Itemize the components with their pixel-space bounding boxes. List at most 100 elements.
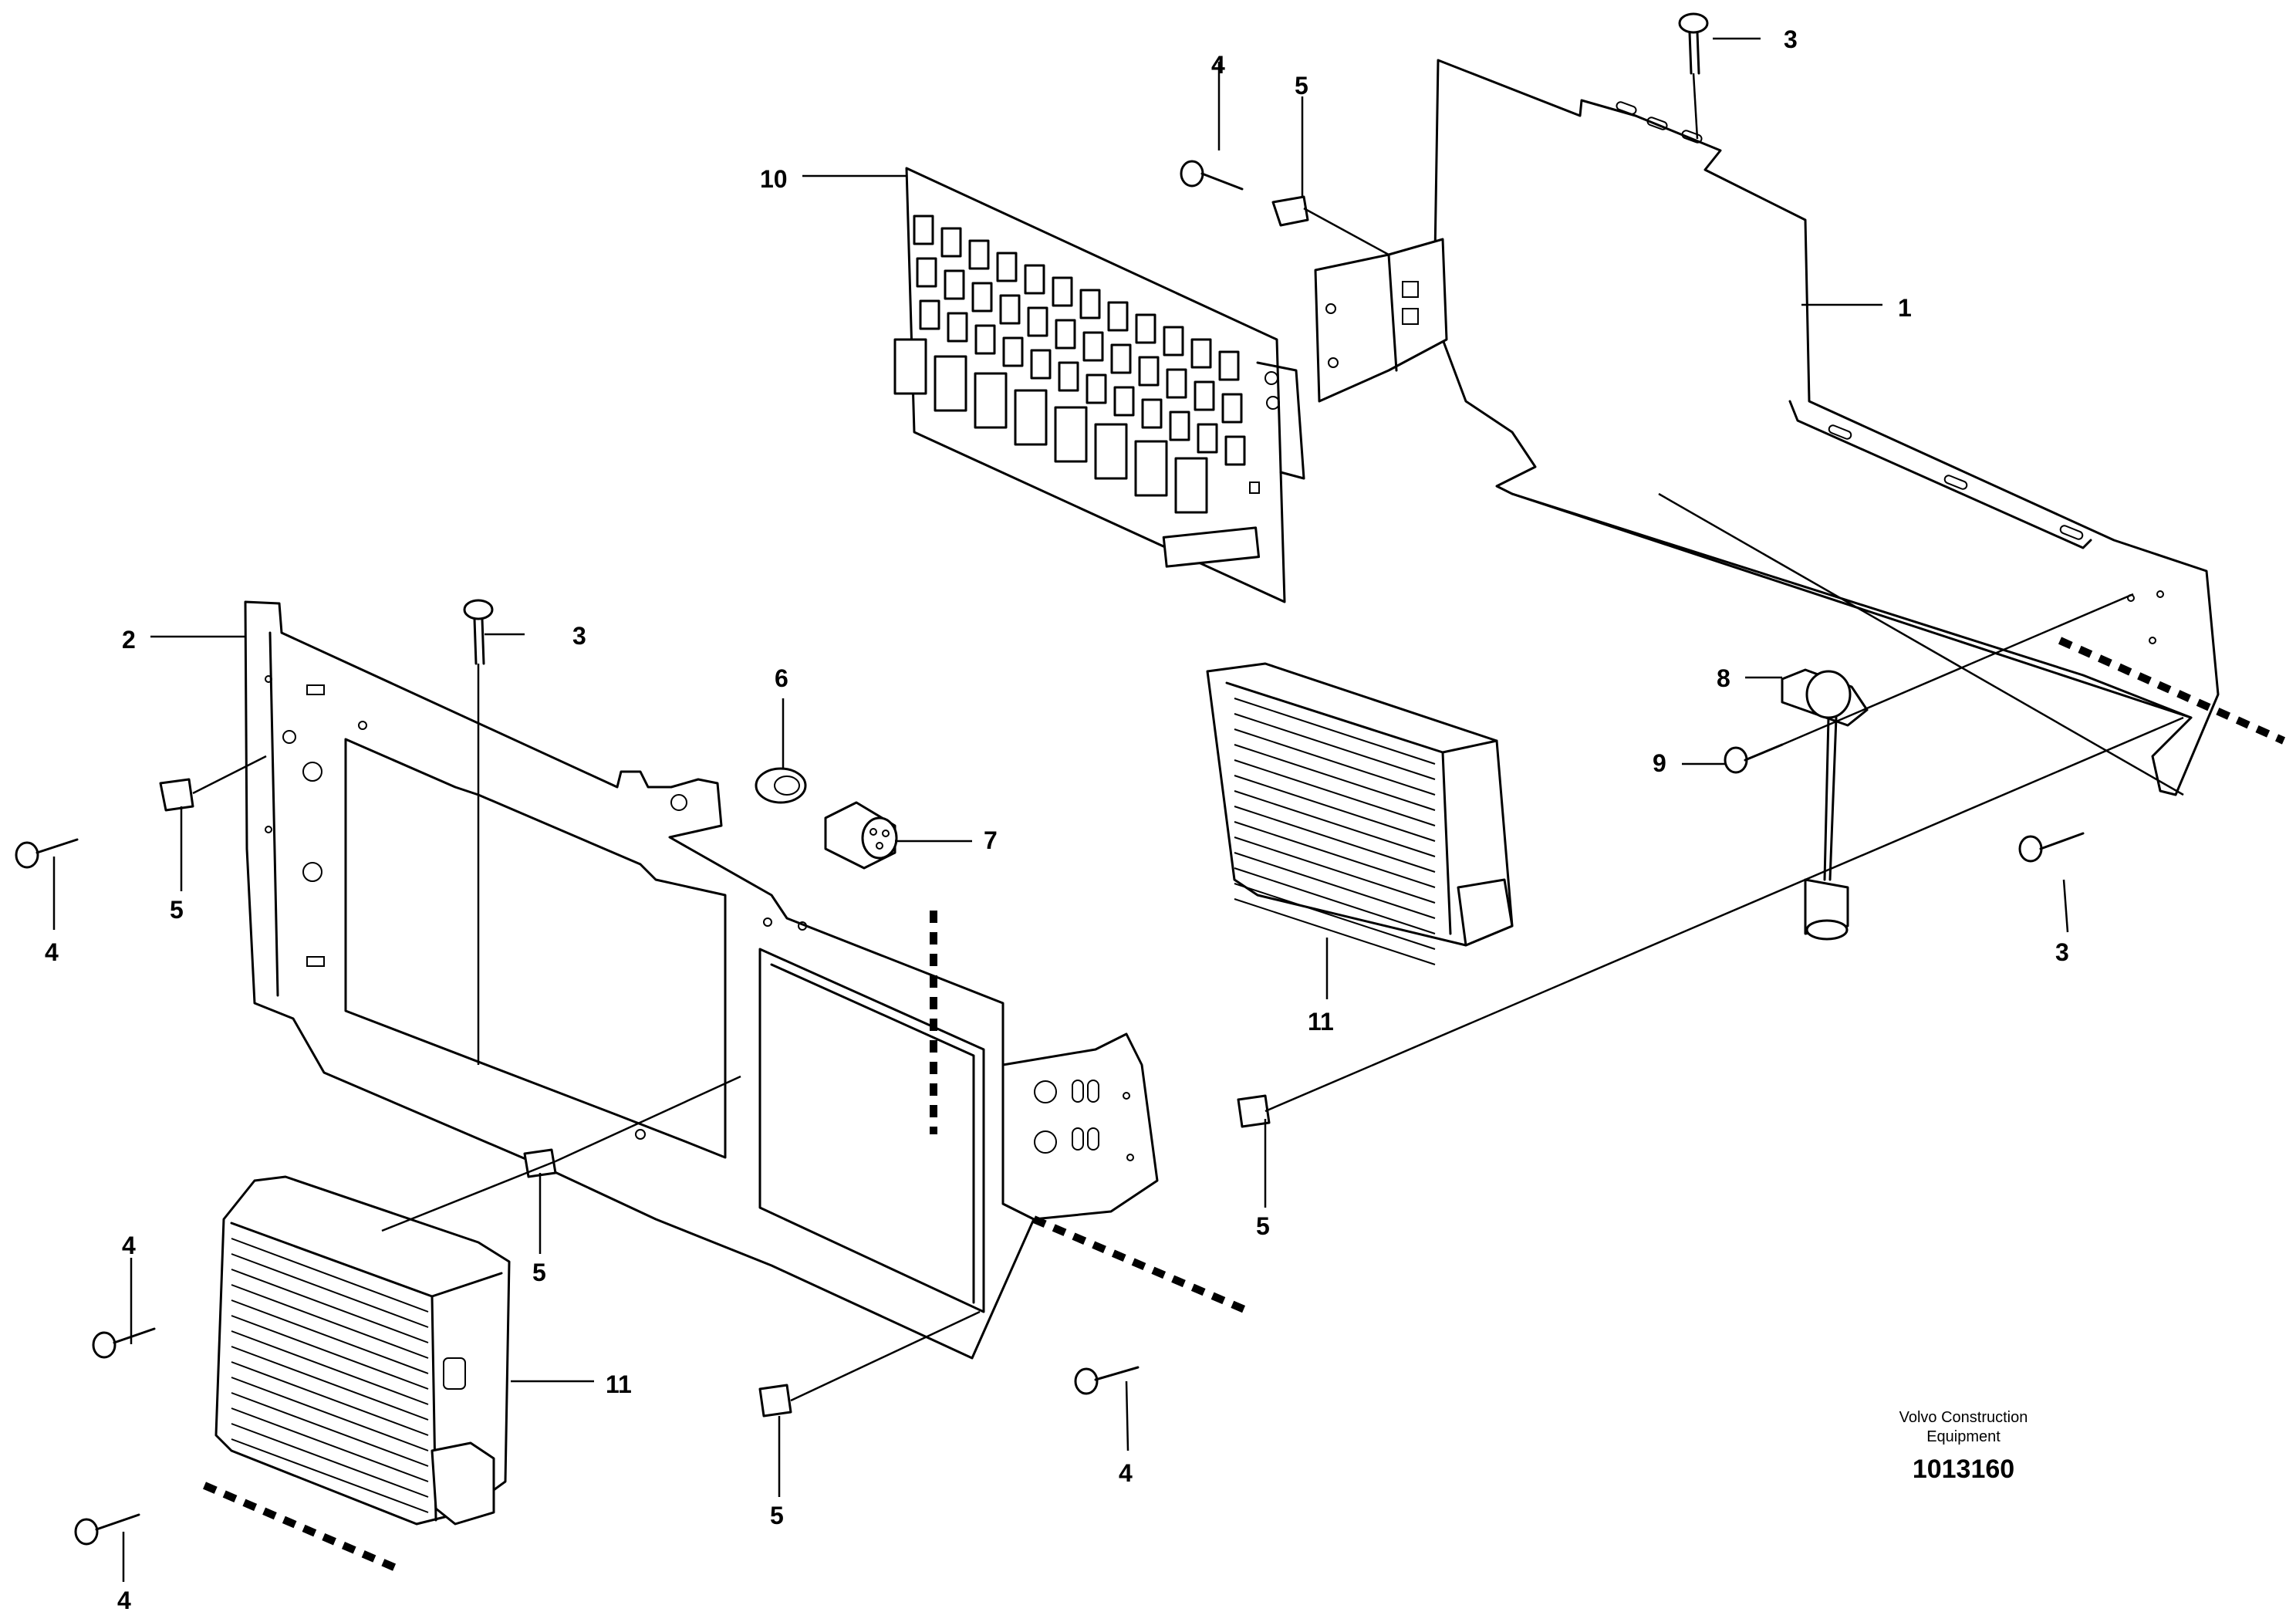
fin — [1234, 898, 1436, 965]
clip-5-left — [159, 778, 194, 812]
callout-5-top: 5 — [1295, 72, 1308, 100]
fuse — [1224, 435, 1246, 466]
callout-7: 7 — [984, 826, 998, 854]
fuse — [947, 312, 968, 343]
callout-2: 2 — [122, 626, 136, 654]
cable-clamp-part-8 — [1781, 668, 1869, 941]
callout-3-top: 3 — [1784, 25, 1798, 53]
fin — [231, 1423, 429, 1498]
fuse — [1052, 276, 1073, 307]
fin — [231, 1438, 429, 1513]
callout-5-bottom: 5 — [770, 1502, 784, 1529]
fin — [1234, 698, 1436, 765]
brand-line-2: Equipment — [1926, 1428, 2001, 1445]
callout-4-bottom-left: 4 — [117, 1587, 131, 1614]
fin — [1234, 836, 1436, 904]
relay — [974, 372, 1008, 429]
fin — [1234, 867, 1436, 934]
fin — [1234, 775, 1436, 842]
relay — [934, 355, 967, 412]
callout-5-right: 5 — [1256, 1212, 1270, 1240]
bolt-3-mid — [463, 599, 494, 665]
callout-1: 1 — [1898, 294, 1912, 322]
bolt-4-lower-left — [92, 1327, 156, 1359]
clip-5-top — [1271, 195, 1309, 227]
fin — [231, 1392, 429, 1467]
fuse — [919, 299, 940, 330]
fuse — [1082, 331, 1104, 362]
fuse — [1107, 301, 1129, 332]
fuse — [974, 324, 996, 355]
fin — [1234, 759, 1436, 826]
callout-11-upper: 11 — [1308, 1008, 1334, 1036]
control-unit-part-11-lower — [214, 1175, 511, 1526]
fuse — [916, 257, 937, 288]
fin — [1234, 728, 1436, 796]
fuse — [999, 294, 1021, 325]
callout-3-mid: 3 — [572, 622, 586, 650]
fuse — [1086, 373, 1107, 404]
callout-5-center: 5 — [532, 1259, 546, 1286]
control-unit-part-11-upper — [1206, 662, 1514, 965]
callout-10: 10 — [760, 165, 788, 193]
fuse — [1110, 343, 1132, 374]
assembly-lines — [192, 73, 2184, 1402]
fin — [231, 1330, 429, 1405]
fuse — [1027, 306, 1048, 337]
callout-3-right: 3 — [2055, 938, 2069, 966]
fin — [1234, 806, 1436, 873]
fin — [1234, 713, 1436, 780]
mounting-plate-part-2 — [244, 600, 1159, 1360]
fuse — [1141, 398, 1163, 429]
fuse — [1055, 319, 1076, 350]
clip-5-bottom — [758, 1384, 792, 1418]
fuse — [1002, 336, 1024, 367]
callout-4-top: 4 — [1211, 51, 1225, 79]
fuse — [1079, 289, 1101, 319]
fuse — [1135, 313, 1156, 344]
fuse — [1190, 338, 1212, 369]
fuse — [1194, 380, 1215, 411]
fin — [231, 1346, 429, 1421]
fuse — [940, 227, 962, 258]
circuit-board-part-10 — [893, 167, 1305, 603]
callout-labels: 1 2 3 3 3 4 4 4 4 4 5 5 5 5 5 6 7 8 9 10… — [45, 25, 2069, 1614]
fuse — [1058, 361, 1079, 392]
fuse — [913, 215, 934, 245]
fin — [231, 1377, 429, 1451]
relay — [1014, 389, 1048, 446]
fuse — [1218, 350, 1240, 381]
fin — [231, 1238, 429, 1313]
connector-part-7 — [824, 801, 898, 870]
fin — [1234, 883, 1436, 950]
fuse — [1169, 411, 1190, 441]
bolt-4-bottom-mid — [1074, 1366, 1140, 1395]
callout-9: 9 — [1653, 749, 1666, 777]
callout-4-lower-left: 4 — [122, 1232, 136, 1259]
bolt-4-top — [1180, 160, 1244, 191]
fin — [231, 1299, 429, 1374]
bolt-3-top — [1678, 12, 1709, 75]
brand-line-1: Volvo Construction — [1899, 1409, 2028, 1426]
relay — [1094, 423, 1128, 480]
leader-lines — [52, 37, 2069, 1582]
fuse — [996, 252, 1018, 282]
fin — [1234, 821, 1436, 888]
grommet-part-6 — [755, 767, 807, 804]
callout-6: 6 — [775, 664, 788, 692]
relay — [1174, 457, 1208, 514]
callout-4-bottom-mid: 4 — [1119, 1459, 1133, 1487]
callout-5-left: 5 — [170, 896, 184, 924]
hidden-lines — [203, 637, 2286, 1574]
fuse — [1024, 264, 1045, 295]
bolt-3-right — [2018, 832, 2085, 863]
fuse — [968, 239, 990, 270]
callout-11-lower: 11 — [606, 1370, 632, 1398]
fin — [231, 1269, 429, 1343]
relay — [1134, 440, 1168, 497]
fuse — [1221, 393, 1243, 424]
fin — [231, 1284, 429, 1359]
fuse — [1166, 368, 1187, 399]
callout-4-left: 4 — [45, 938, 59, 966]
